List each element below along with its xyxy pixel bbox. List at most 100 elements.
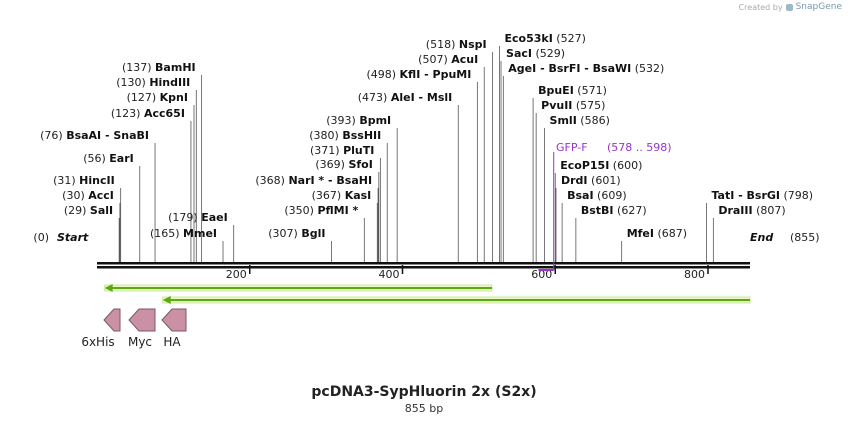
site-position: (627): [614, 204, 647, 217]
enzyme-name: BsaAI - SnaBI: [66, 129, 149, 142]
site-position: (798): [780, 189, 813, 202]
enzyme-name: DraIII: [718, 204, 752, 217]
site-label-mmei[interactable]: (165) MmeI: [150, 227, 217, 240]
start-label: Start: [57, 231, 89, 244]
site-position: (307): [268, 227, 301, 240]
site-label-sali[interactable]: (29) SalI: [64, 204, 113, 217]
enzyme-name: EcoP15I: [560, 159, 609, 172]
site-label-alei-msli[interactable]: (473) AleI - MslI: [358, 91, 453, 104]
site-position: (369): [315, 158, 348, 171]
site-label-acc65i[interactable]: (123) Acc65I: [111, 107, 185, 120]
enzyme-name: PluTI: [343, 144, 374, 157]
plasmid-length: 855 bp: [404, 402, 444, 415]
sequence-bottom-strand: [97, 266, 750, 269]
site-position: (687): [654, 227, 687, 240]
site-position: (507): [418, 53, 451, 66]
site-label-drdi[interactable]: DrdI (601): [561, 174, 621, 187]
enzyme-name: BsaI: [567, 189, 593, 202]
enzyme-name: MmeI: [183, 227, 217, 240]
enzyme-name: KflI - PpuMI: [400, 68, 472, 81]
enzyme-name: EarI: [109, 152, 133, 165]
feature-myc-label: Myc: [128, 335, 152, 349]
site-label-bsaai-snabi[interactable]: (76) BsaAI - SnaBI: [40, 129, 149, 142]
end-label: End: [750, 231, 773, 244]
site-label-bgli[interactable]: (307) BglI: [268, 227, 325, 240]
feature-ha-arrow[interactable]: [161, 308, 187, 332]
enzyme-name: SmlI: [550, 114, 577, 127]
site-label-eco53ki[interactable]: Eco53kI (527): [504, 32, 585, 45]
scale-label-600: 600: [531, 268, 552, 281]
scale-label-200: 200: [226, 268, 247, 281]
site-label-ecop15i[interactable]: EcoP15I (600): [560, 159, 642, 172]
site-label-acui[interactable]: (507) AcuI: [418, 53, 478, 66]
site-label-kpni[interactable]: (127) KpnI: [127, 91, 188, 104]
primer-name: GFP-F: [556, 141, 588, 154]
enzyme-name: AccI: [88, 189, 114, 202]
enzyme-name: Acc65I: [144, 107, 185, 120]
enzyme-name: HindIII: [149, 76, 190, 89]
site-label-eaei[interactable]: (179) EaeI: [168, 211, 228, 224]
site-label-bsshii[interactable]: (380) BssHII: [309, 129, 381, 142]
enzyme-name: BpmI: [359, 114, 391, 127]
site-label-sfoi[interactable]: (369) SfoI: [315, 158, 372, 171]
feature-myc-arrow[interactable]: [128, 308, 156, 332]
site-label-tati-bsrgi[interactable]: TatI - BsrGI (798): [711, 189, 813, 202]
site-label-bpuei[interactable]: BpuEI (571): [538, 84, 607, 97]
site-label-pluti[interactable]: (371) PluTI: [310, 144, 374, 157]
enzyme-name: DrdI: [561, 174, 588, 187]
enzyme-name: BpuEI: [538, 84, 574, 97]
site-label-agei-bsrfi-bsawi[interactable]: AgeI - BsrFI - BsaWI (532): [508, 62, 664, 75]
site-label-smli[interactable]: SmlI (586): [550, 114, 610, 127]
enzyme-name: EaeI: [201, 211, 228, 224]
orf-arrow-2: [162, 296, 171, 304]
site-position: (56): [83, 152, 109, 165]
site-label-eari[interactable]: (56) EarI: [83, 152, 134, 165]
site-position: (127): [127, 91, 160, 104]
site-position: (29): [64, 204, 90, 217]
enzyme-name: Eco53kI: [504, 32, 552, 45]
credit-brand: SnapGene: [795, 2, 842, 12]
site-position: (498): [366, 68, 399, 81]
site-position: (130): [116, 76, 149, 89]
feature-6xhis-arrow[interactable]: [103, 308, 121, 332]
enzyme-name: HincII: [79, 174, 115, 187]
site-position: (76): [40, 129, 66, 142]
feature-6xhis-label: 6xHis: [81, 335, 114, 349]
site-label-draiii[interactable]: DraIII (807): [718, 204, 785, 217]
site-label-bamhi[interactable]: (137) BamHI: [122, 61, 196, 74]
site-label-kfli-ppumi[interactable]: (498) KflI - PpuMI: [366, 68, 471, 81]
enzyme-name: SfoI: [348, 158, 372, 171]
site-label-hindiii[interactable]: (130) HindIII: [116, 76, 190, 89]
site-label-nari-bsahi[interactable]: (368) NarI * - BsaHI: [255, 174, 372, 187]
enzyme-name: AleI - MslI: [391, 91, 452, 104]
site-position: (137): [122, 61, 155, 74]
enzyme-name: MfeI: [627, 227, 654, 240]
sequence-top-strand: [97, 262, 750, 265]
site-position: (30): [62, 189, 88, 202]
site-position: (518): [426, 38, 459, 51]
start-position: (0): [33, 231, 49, 244]
enzyme-name: BstBI: [581, 204, 614, 217]
site-label-pvuii[interactable]: PvuII (575): [541, 99, 605, 112]
site-label-saci[interactable]: SacI (529): [506, 47, 565, 60]
site-position: (527): [553, 32, 586, 45]
site-position: (532): [631, 62, 664, 75]
site-label-pflmi[interactable]: (350) PflMI *: [284, 204, 358, 217]
site-label-nspi[interactable]: (518) NspI: [426, 38, 487, 51]
site-label-bstbi[interactable]: BstBI (627): [581, 204, 647, 217]
enzyme-name: NspI: [459, 38, 487, 51]
orf-arrow-1: [104, 284, 113, 292]
site-position: (165): [150, 227, 183, 240]
site-label-bsai[interactable]: BsaI (609): [567, 189, 627, 202]
enzyme-name: BamHI: [155, 61, 196, 74]
site-position: (586): [577, 114, 610, 127]
snapgene-credit: Created by SnapGene: [739, 2, 842, 12]
site-label-acci[interactable]: (30) AccI: [62, 189, 114, 202]
site-position: (807): [753, 204, 786, 217]
site-label-mfei[interactable]: MfeI (687): [627, 227, 687, 240]
enzyme-name: BssHII: [342, 129, 381, 142]
site-label-kasi[interactable]: (367) KasI: [312, 189, 372, 202]
site-label-hincii[interactable]: (31) HincII: [53, 174, 115, 187]
site-label-bpmi[interactable]: (393) BpmI: [326, 114, 391, 127]
site-position: (473): [358, 91, 391, 104]
